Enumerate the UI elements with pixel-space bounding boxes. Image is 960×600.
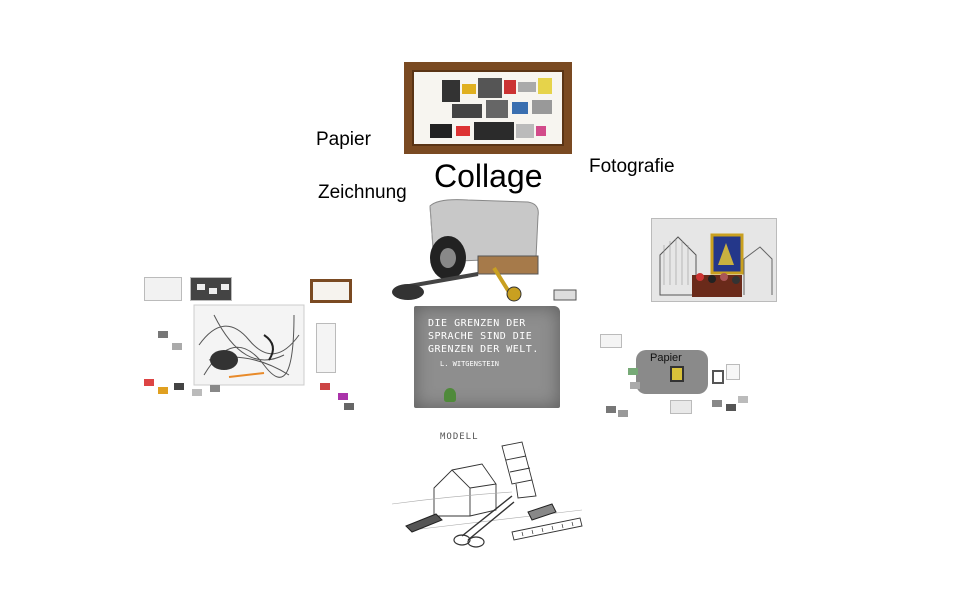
framed-mini [670,366,684,382]
chip [630,382,640,389]
collage-piece [536,126,546,136]
framed-collage[interactable] [404,62,572,154]
drawing-cluster[interactable] [144,275,366,410]
tangle-drawing [193,304,305,386]
chip [144,379,154,386]
collage-piece [478,78,502,98]
chip [618,410,628,417]
collage-piece [430,124,452,138]
thumb [190,277,232,301]
thumb [712,370,724,384]
sketch-drawing [391,441,583,548]
quote-line-1: DIE GRENZEN DER [428,318,526,329]
thumb [600,334,622,348]
collage-piece [486,100,508,118]
thumb [144,277,182,301]
collage-piece [532,100,552,114]
modell-sketch[interactable]: MODELL [391,432,584,550]
church-sketch [659,233,773,297]
collage-piece [518,82,536,92]
chip [726,404,736,411]
collage-piece [538,78,552,94]
thumb [316,323,336,373]
plant-icon [444,388,456,402]
chip [174,383,184,390]
stone-wall[interactable]: DIE GRENZEN DER SPRACHE SIND DIE GRENZEN… [414,306,560,408]
thumb [726,364,740,380]
quote-line-3: GRENZEN DER WELT. [428,344,539,355]
framed-thumb [310,279,352,303]
chip [738,396,748,403]
chip [210,385,220,392]
paper-cluster[interactable]: Papier [600,330,750,422]
label-papier-small: Papier [650,352,682,364]
collage-piece [504,80,516,94]
chip [712,400,722,407]
chip [158,331,168,338]
label-papier: Papier [316,129,371,150]
chip [320,383,330,390]
collage-piece [456,126,470,136]
quote-line-2: SPRACHE SIND DIE [428,331,533,342]
chip [172,343,182,350]
label-collage: Collage [434,158,543,194]
church-photo[interactable] [651,218,777,302]
collage-piece [512,102,528,114]
label-fotografie: Fotografie [589,156,675,177]
collage-piece [474,122,514,140]
trailer-image[interactable] [378,196,578,311]
chip [606,406,616,413]
collage-piece [516,124,534,138]
collage-piece [452,104,482,118]
label-zeichnung: Zeichnung [318,182,407,203]
sketch-title: MODELL [440,432,479,442]
collage-piece [442,80,460,102]
collage-piece [462,84,476,94]
chip [158,387,168,394]
chip [628,368,638,375]
chip [192,389,202,396]
chip [670,400,692,414]
chip [338,393,348,400]
quote-author: L. WITGENSTEIN [440,360,500,368]
chip [344,403,354,410]
gray-blob: Papier [636,350,708,394]
